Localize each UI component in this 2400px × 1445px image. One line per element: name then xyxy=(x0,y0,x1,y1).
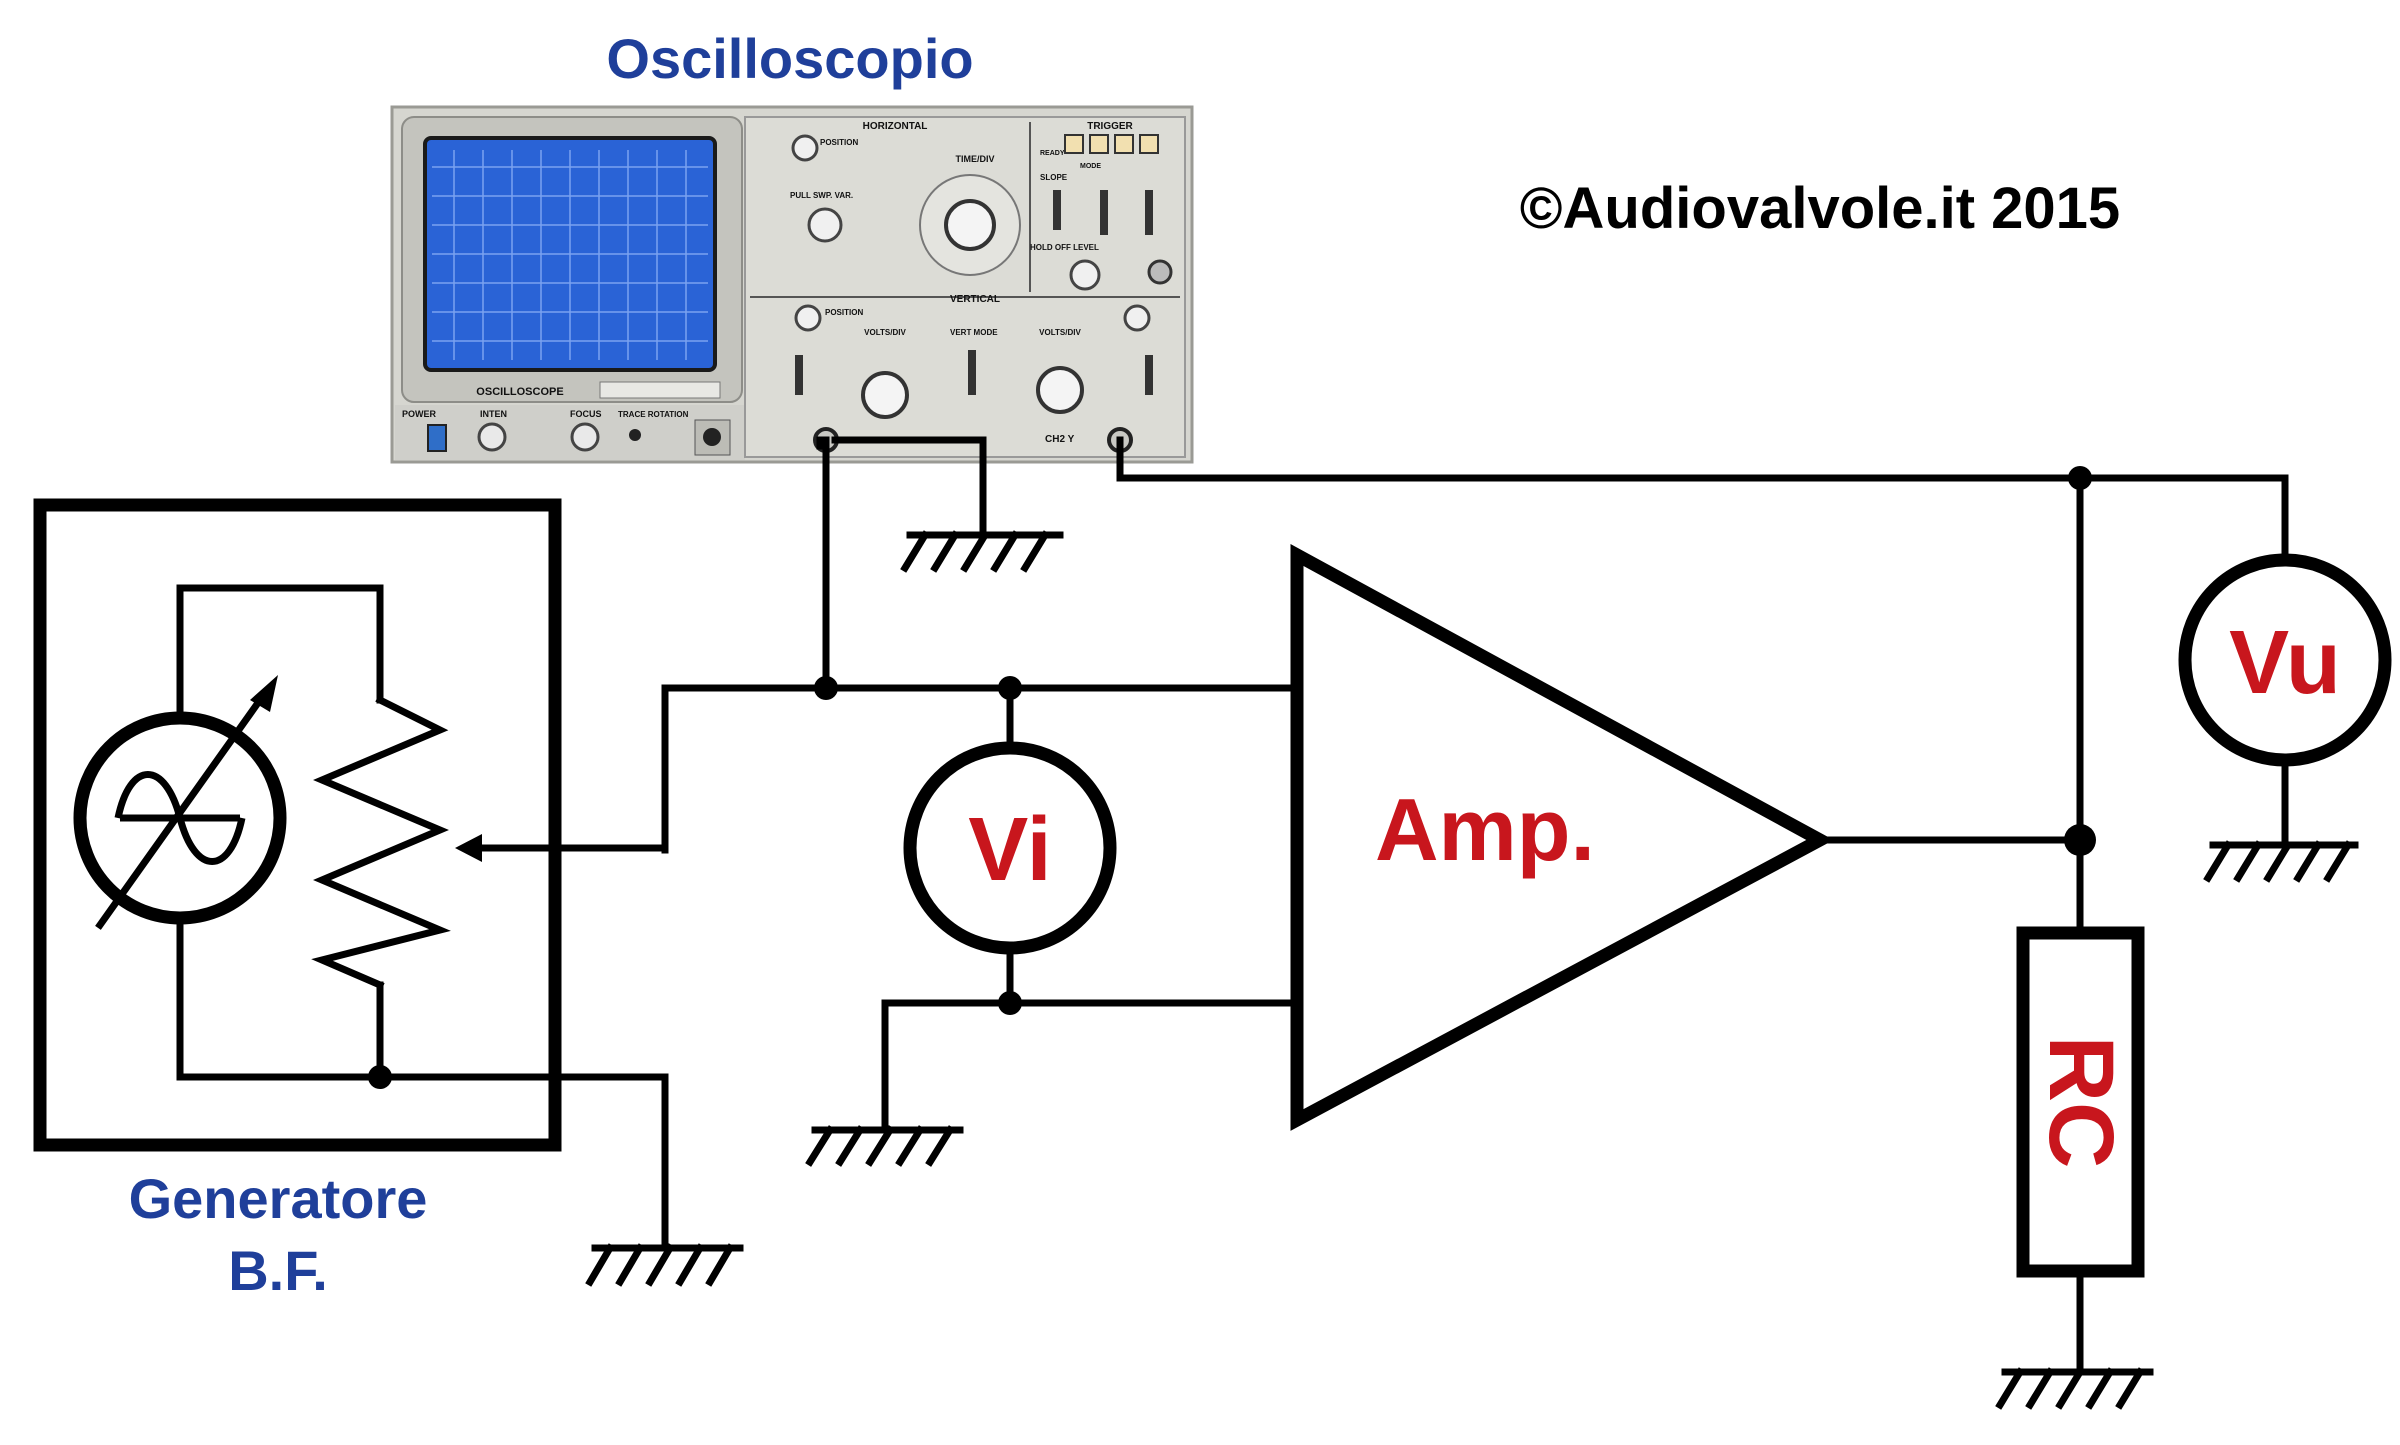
generator-label-line1: Generatore xyxy=(129,1167,428,1230)
trigger-label: TRIGGER xyxy=(1087,121,1133,132)
ground-vi xyxy=(805,1125,964,1167)
trigger-btn-1[interactable] xyxy=(1064,134,1084,154)
input-voltmeter: Vi xyxy=(903,741,1117,955)
trigger-btn-2[interactable] xyxy=(1089,134,1109,154)
node-output xyxy=(2064,824,2096,856)
signal-generator: Generatore B.F. xyxy=(33,498,669,1302)
swp-var-knob[interactable] xyxy=(807,207,843,243)
h-position-label: POSITION xyxy=(820,138,858,147)
vert-mode-label: VERT MODE xyxy=(950,328,998,337)
rc-label: RC xyxy=(2030,1036,2132,1169)
ch1-volts-div-knob[interactable] xyxy=(861,371,909,419)
ch2-volts-div-label: VOLTS/DIV xyxy=(1039,328,1081,337)
pull-swp-label: PULL SWP. VAR. xyxy=(790,191,853,200)
ground-scope xyxy=(900,526,1064,573)
inten-knob[interactable] xyxy=(477,422,507,452)
ch2-volts-div-knob[interactable] xyxy=(1036,366,1084,414)
focus-knob[interactable] xyxy=(570,422,600,452)
trigger-btn-4[interactable] xyxy=(1139,134,1159,154)
variable-arrow xyxy=(250,675,278,712)
ground-rc xyxy=(1995,1367,2154,1410)
node-scope-output xyxy=(2068,466,2092,490)
scope-graticule xyxy=(432,150,708,360)
amplifier-triangle xyxy=(1290,544,1834,1131)
wiring xyxy=(376,436,2289,1374)
trace-rotation-screw[interactable] xyxy=(629,429,641,441)
vi-label: Vi xyxy=(968,800,1051,900)
ch2-coupling-switch[interactable] xyxy=(1145,355,1153,395)
trace-rotation-label: TRACE ROTATION xyxy=(618,410,689,419)
trigger-btn-3[interactable] xyxy=(1114,134,1134,154)
load-resistor: RC xyxy=(2016,926,2145,1278)
ch1-position-label: POSITION xyxy=(825,308,863,317)
slope-switch[interactable] xyxy=(1053,190,1061,230)
ch1-position-knob[interactable] xyxy=(794,304,822,332)
node-input-vi xyxy=(998,676,1022,700)
copyright-text: ©Audiovalvole.it 2015 xyxy=(1520,176,2120,241)
ch1-volts-div-label: VOLTS/DIV xyxy=(864,328,906,337)
ground-vu xyxy=(2203,840,2359,883)
mode-label: MODE xyxy=(1080,163,1101,170)
time-div-knob[interactable] xyxy=(944,199,996,251)
vi-meter-circle xyxy=(903,741,1117,955)
amplifier: Amp. xyxy=(1290,544,1834,1131)
oscilloscope-title: Oscilloscopio xyxy=(606,27,973,90)
generator-box xyxy=(33,498,562,1152)
scope-screen-label: OSCILLOSCOPE xyxy=(476,386,563,398)
node-input-scope xyxy=(814,676,838,700)
power-label: POWER xyxy=(402,409,437,419)
generator-label-line2: B.F. xyxy=(228,1239,328,1302)
ground-generator xyxy=(585,1243,744,1287)
junction-dots xyxy=(368,466,2096,1089)
inten-label: INTEN xyxy=(480,409,507,419)
rc-resistor-body xyxy=(2016,926,2145,1278)
oscilloscope: OSCILLOSCOPE POWER INTEN FOCUS TRACE ROT… xyxy=(390,105,1194,464)
source-switch[interactable] xyxy=(1145,190,1153,235)
cal-terminal[interactable] xyxy=(703,428,721,446)
potentiometer xyxy=(311,695,451,990)
vu-label: Vu xyxy=(2229,613,2341,713)
level-knob[interactable] xyxy=(1069,259,1101,291)
vert-mode-switch[interactable] xyxy=(968,350,976,395)
vu-meter-circle xyxy=(2178,553,2392,767)
wiper-arrow xyxy=(455,834,482,862)
ch2-label: CH2 Y xyxy=(1045,434,1075,445)
ready-label: READY xyxy=(1040,150,1065,157)
slope-label: SLOPE xyxy=(1040,173,1068,182)
focus-label: FOCUS xyxy=(570,409,602,419)
power-switch[interactable] xyxy=(427,424,447,452)
vertical-label: VERTICAL xyxy=(950,294,1000,305)
level-label: HOLD OFF LEVEL xyxy=(1030,243,1099,252)
scope-control-panel xyxy=(744,116,1186,458)
ch2-position-knob[interactable] xyxy=(1123,304,1151,332)
time-div-label: TIME/DIV xyxy=(955,154,994,164)
ch1-coupling-switch[interactable] xyxy=(795,355,803,395)
coupling-switch[interactable] xyxy=(1100,190,1108,235)
h-position-knob[interactable] xyxy=(791,134,819,162)
output-voltmeter: Vu xyxy=(2178,553,2392,767)
node-bottom-vi xyxy=(998,991,1022,1015)
amp-label: Amp. xyxy=(1375,780,1595,879)
ext-trigger-connector[interactable] xyxy=(1147,259,1173,285)
horizontal-label: HORIZONTAL xyxy=(863,121,928,132)
